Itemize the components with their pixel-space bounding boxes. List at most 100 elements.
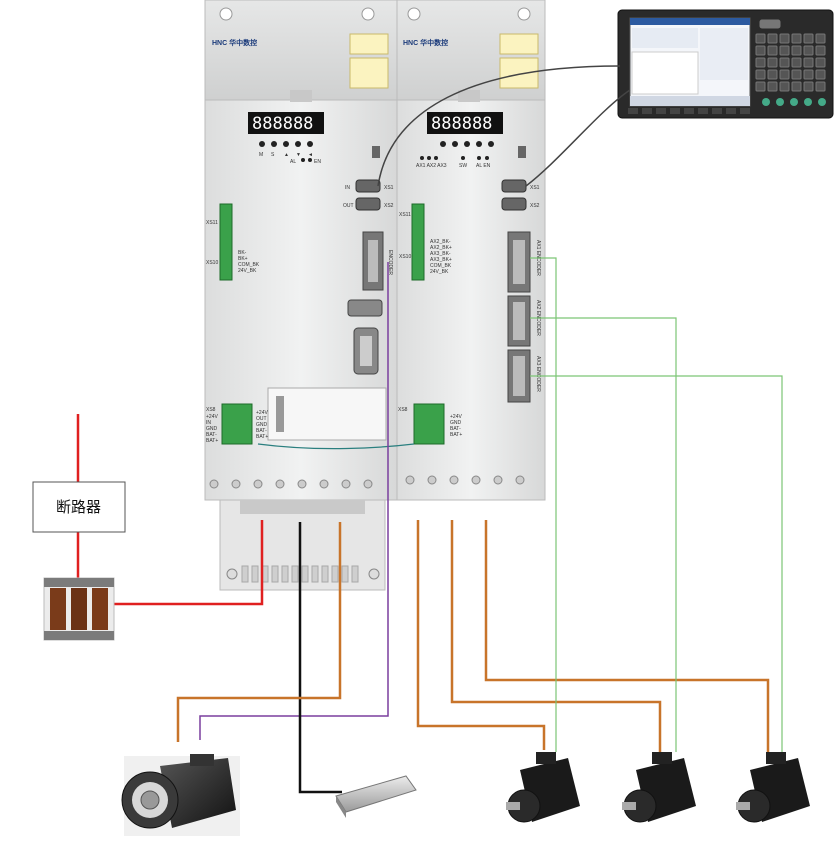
- encoder-label: ENCODER: [387, 250, 393, 275]
- transformer: [43, 577, 115, 641]
- port-label: OUT: [343, 203, 354, 209]
- encoder-connectors: AX1 ENCODER AX2 ENCODER AX3 ENCODER: [507, 231, 541, 403]
- key-down[interactable]: [295, 141, 301, 147]
- key-label: ▲: [284, 152, 289, 158]
- terminal-label: IN: [206, 420, 211, 426]
- key-m[interactable]: [259, 141, 265, 147]
- terminal-label: XS10: [206, 260, 218, 266]
- terminal-label: COM_BK: [238, 262, 260, 268]
- warning-label: [349, 33, 389, 55]
- terminal-label: AX2_BK+: [430, 245, 452, 251]
- drive-left-keypad: M S ▲ ▼ ◄ AL EN: [259, 141, 321, 165]
- servo-ax3-power-wire: [484, 520, 770, 752]
- port-label: IN: [345, 185, 350, 191]
- terminal-label: XS8: [206, 407, 216, 413]
- terminal-block-xs8-right: [413, 403, 445, 445]
- battery-compartment: [267, 387, 387, 441]
- usb-port: [347, 299, 383, 317]
- terminal-label: BK+: [238, 256, 248, 262]
- display-value: 888888: [431, 114, 492, 134]
- led-label: AL: [290, 159, 296, 165]
- spindle-encoder-cable: [199, 262, 389, 740]
- bus-cable-controller-left: [377, 65, 621, 187]
- drive-left-logo: HNC 华中数控: [212, 38, 257, 47]
- heatsink-fins: [241, 565, 359, 583]
- breaker-box: [32, 481, 126, 533]
- breaker-label: 断路器: [56, 498, 101, 516]
- terminal-label: GND: [256, 422, 268, 428]
- key-label: ◄: [308, 152, 313, 158]
- terminal-label: AX3_BK-: [430, 251, 451, 257]
- transformer-to-drive-wire: [112, 520, 264, 606]
- terminal-label: COM_BK: [430, 263, 452, 269]
- terminal-label: +24V: [450, 414, 462, 420]
- terminal-block-xs8-left: [221, 403, 253, 445]
- terminal-label: +24V: [206, 414, 218, 420]
- servo-ax2-encoder-wire: [530, 317, 677, 752]
- key-down[interactable]: [476, 141, 482, 147]
- warning-label: [349, 57, 389, 89]
- terminal-label: OUT: [256, 416, 267, 422]
- key-s[interactable]: [452, 141, 458, 147]
- terminal-label: XS11: [206, 220, 218, 226]
- encoder-label: AX3 ENCODER: [535, 356, 541, 392]
- controller-keypad: [755, 19, 826, 92]
- bottom-screws-right: [405, 475, 525, 485]
- key-up[interactable]: [283, 141, 289, 147]
- key-up[interactable]: [464, 141, 470, 147]
- terminal-block-xs11: [411, 203, 425, 281]
- servo-ax1-power-wire: [416, 520, 546, 750]
- brake-resistor-wire: [298, 522, 342, 794]
- port-label: XS2: [530, 203, 540, 209]
- terminal-label: 24V_BK: [238, 268, 257, 274]
- led-label: EN: [314, 159, 321, 165]
- terminal-label: BAT+: [450, 432, 462, 438]
- battery-link-cable: [257, 443, 415, 450]
- drive-right-logo: HNC 华中数控: [403, 38, 448, 47]
- terminal-label: GND: [450, 420, 462, 426]
- terminal-label: XS10: [399, 254, 411, 260]
- led-label: AX1 AX2 AX3: [416, 163, 447, 169]
- circuit-breaker: 断路器: [32, 481, 126, 533]
- spindle-motor: [121, 754, 240, 836]
- terminal-label: XS11: [399, 212, 411, 218]
- terminal-label: BAT-: [206, 432, 217, 438]
- servo-motor-ax2: [622, 752, 696, 823]
- port-label: XS1: [384, 185, 394, 191]
- brake-resistor: [335, 775, 417, 818]
- terminal-label: AX3_BK+: [430, 257, 452, 263]
- key-s[interactable]: [271, 141, 277, 147]
- rj45-port: [501, 179, 527, 193]
- terminal-label: BK-: [238, 250, 247, 256]
- small-port: [518, 146, 526, 158]
- key-label: ▼: [296, 152, 301, 158]
- terminal-label: GND: [206, 426, 218, 432]
- terminal-label: BAT-: [450, 426, 461, 432]
- key-left[interactable]: [488, 141, 494, 147]
- port-label: XS2: [384, 203, 394, 209]
- terminal-label: BAT+: [206, 438, 218, 444]
- key-label: S: [271, 152, 275, 158]
- drive-unit-right: HNC 华中数控 888888 AX1 AX2 AX3 SW AL EN XS1…: [396, 0, 546, 501]
- key-label: M: [259, 152, 263, 158]
- key-m[interactable]: [440, 141, 446, 147]
- terminal-block-xs11: [219, 203, 233, 281]
- terminal-label: +24V: [256, 410, 268, 416]
- servo-ax3-encoder-wire: [530, 375, 783, 752]
- terminal-label: BAT+: [256, 434, 268, 440]
- spindle-motor-power-wire: [176, 522, 342, 742]
- key-left[interactable]: [307, 141, 313, 147]
- servo-ax1-encoder-wire: [530, 257, 557, 752]
- servo-motor-ax1: [506, 752, 580, 823]
- servo-motor-ax3: [736, 752, 810, 823]
- cnc-controller-panel: [617, 9, 834, 119]
- warning-label: [499, 57, 539, 89]
- rj45-port: [355, 179, 381, 193]
- led-label: SW: [459, 163, 467, 169]
- terminal-label: XS8: [398, 407, 408, 413]
- terminal-label: BAT-: [256, 428, 267, 434]
- port-label: XS1: [530, 185, 540, 191]
- rj45-port: [355, 197, 381, 211]
- led-label: AL EN: [476, 163, 491, 169]
- wiring: [76, 65, 783, 794]
